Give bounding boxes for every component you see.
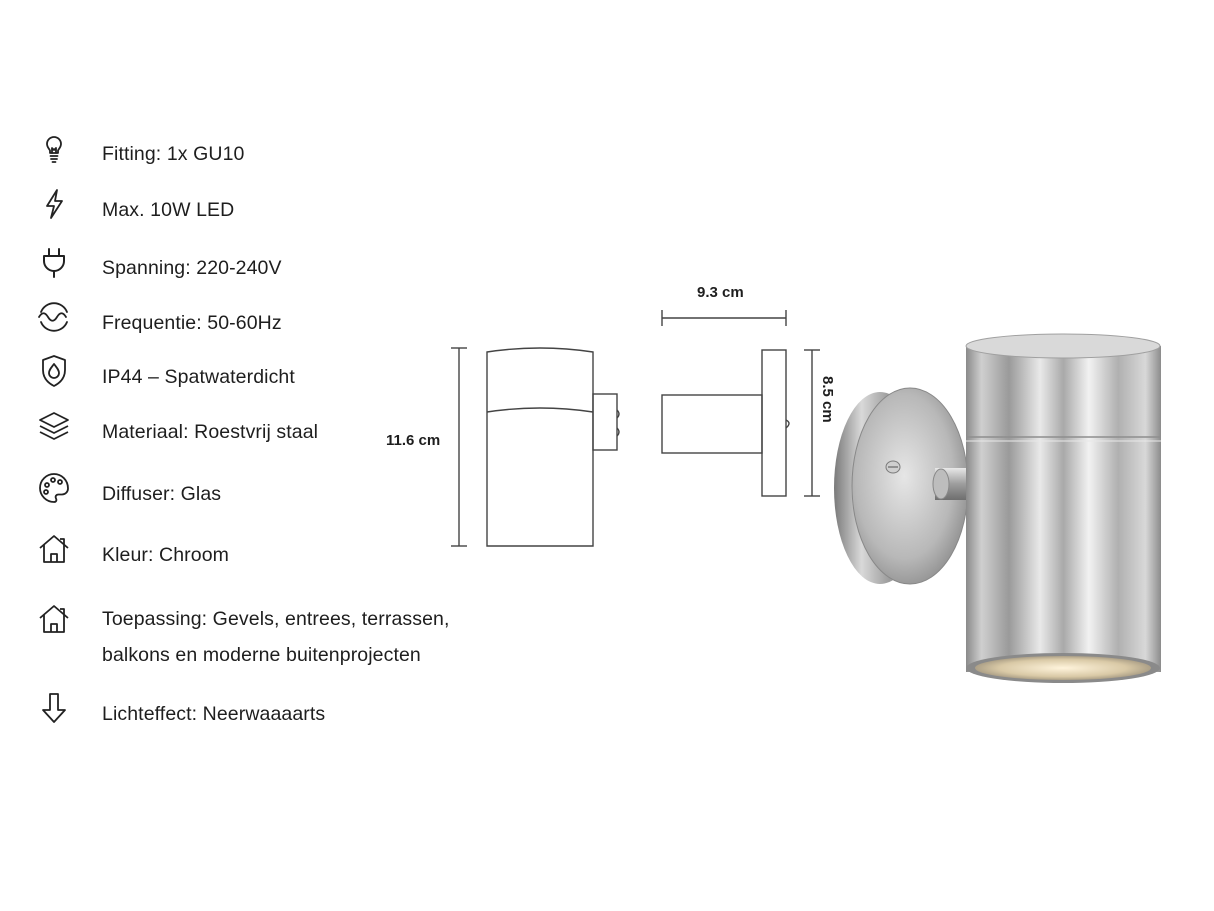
spec-material: Materiaal: Roestvrij staal xyxy=(0,408,560,448)
house-icon xyxy=(36,531,72,567)
product-photo xyxy=(834,333,1161,683)
frequency-wave-icon xyxy=(36,299,72,335)
spec-text: Spanning: 220-240V xyxy=(102,257,282,279)
spec-text: Diffuser: Glas xyxy=(102,483,222,505)
side-view-outline xyxy=(661,310,820,497)
light-bulb-icon xyxy=(36,130,72,166)
spec-voltage: Spanning: 220-240V xyxy=(0,244,560,284)
spec-list: Fitting: 1x GU10 Max. 10W LED Spanning: … xyxy=(0,0,560,911)
spec-diffuser: Diffuser: Glas xyxy=(0,470,560,510)
house-icon xyxy=(36,601,72,637)
spec-text: Toepassing: Gevels, entrees, terrassen, … xyxy=(102,601,450,673)
spec-text: Materiaal: Roestvrij staal xyxy=(102,421,319,443)
layers-icon xyxy=(36,408,72,444)
spec-application: Toepassing: Gevels, entrees, terrassen, … xyxy=(0,601,560,677)
plate-dimension-label: 8.5 cm xyxy=(819,376,836,423)
plug-icon xyxy=(36,244,72,280)
water-shield-icon xyxy=(36,353,72,389)
palette-icon xyxy=(36,470,72,506)
spec-ip-rating: IP44 – Spatwaterdicht xyxy=(0,353,560,393)
spec-light-effect: Lichteffect: Neerwaaaarts xyxy=(0,690,560,730)
spec-frequency: Frequentie: 50-60Hz xyxy=(0,299,560,339)
height-dimension-label: 11.6 cm xyxy=(386,432,441,449)
spec-text: Kleur: Chroom xyxy=(102,544,230,566)
spec-text: Frequentie: 50-60Hz xyxy=(102,312,282,334)
spec-fitting: Fitting: 1x GU10 xyxy=(0,130,560,170)
spec-text: Max. 10W LED xyxy=(102,199,235,221)
depth-dimension-label: 9.3 cm xyxy=(697,284,744,301)
lightning-icon xyxy=(36,186,72,222)
arrow-down-icon xyxy=(36,690,72,726)
spec-power: Max. 10W LED xyxy=(0,186,560,226)
spec-color: Kleur: Chroom xyxy=(0,531,560,571)
spec-text-line: Toepassing: Gevels, entrees, terrassen, xyxy=(102,608,450,630)
spec-text-line: balkons en moderne buitenprojecten xyxy=(102,644,421,666)
spec-text: Fitting: 1x GU10 xyxy=(102,143,245,165)
spec-text: Lichteffect: Neerwaaaarts xyxy=(102,703,326,725)
spec-text: IP44 – Spatwaterdicht xyxy=(102,366,295,388)
